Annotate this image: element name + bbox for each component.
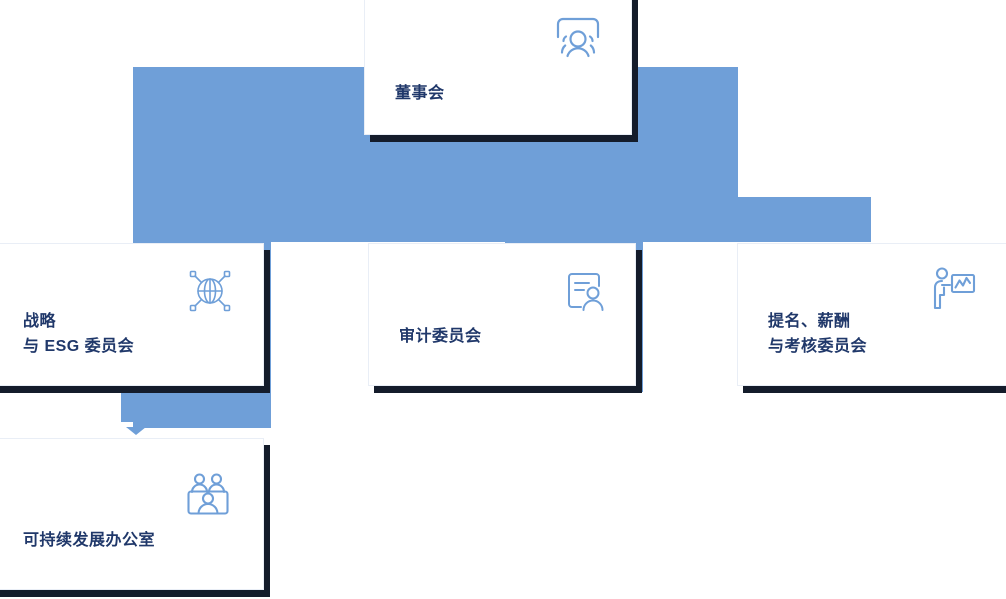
node-label: 战略 与 ESG 委员会: [23, 313, 135, 355]
connector-right-arm: [133, 197, 871, 242]
team-panel-icon: [183, 471, 233, 521]
presenter-chart-icon: [928, 264, 980, 316]
node-nomination[interactable]: 提名、薪酬 与考核委员会: [737, 243, 1006, 386]
document-person-icon: [561, 268, 609, 316]
node-strategy[interactable]: 战略 与 ESG 委员会: [0, 243, 264, 386]
node-audit[interactable]: 审计委员会: [368, 243, 636, 386]
globe-network-icon: [185, 266, 235, 316]
node-label: 可持续发展办公室: [23, 532, 156, 549]
arrow-down-icon: [126, 427, 146, 435]
node-board[interactable]: 董事会: [364, 0, 632, 135]
board-people-icon: [550, 11, 606, 67]
node-label: 审计委员会: [399, 328, 482, 345]
node-office[interactable]: 可持续发展办公室: [0, 438, 264, 590]
node-label: 提名、薪酬 与考核委员会: [768, 313, 868, 355]
node-label: 董事会: [395, 85, 445, 102]
connector-stem-lower: [133, 392, 271, 428]
